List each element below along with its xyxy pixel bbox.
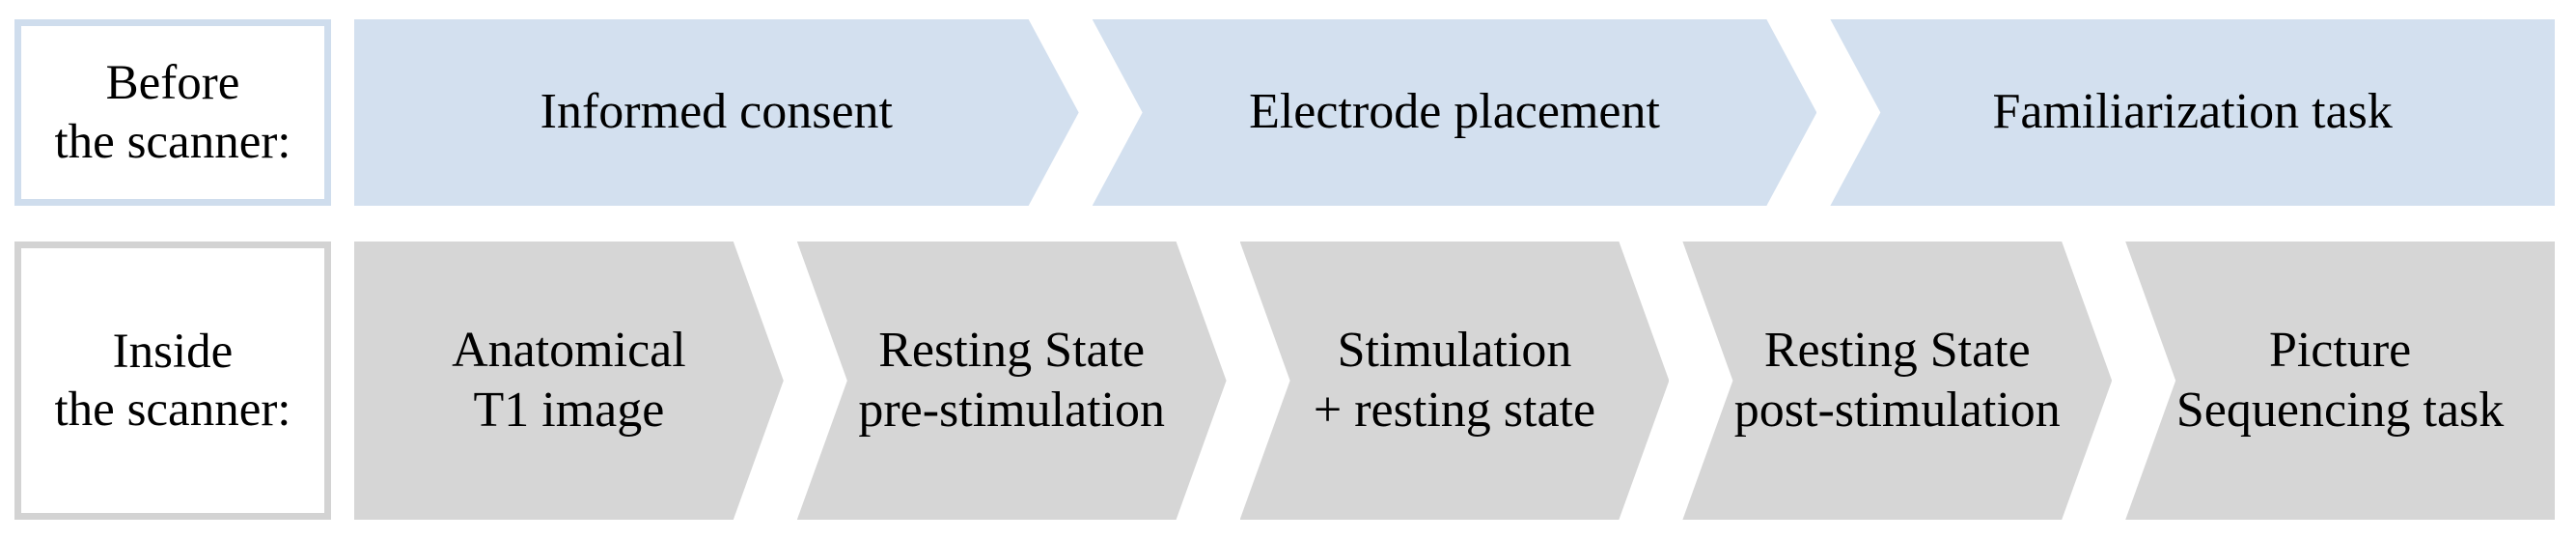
- step-label-line-2: post-stimulation: [1733, 383, 2061, 438]
- step-label-line-2: pre-stimulation: [858, 383, 1166, 438]
- chevron-strip-inside-the-scanner: Anatomical T1 image Resting State pre-st…: [354, 242, 2555, 520]
- step-electrode-placement[interactable]: Electrode placement: [1093, 19, 1817, 206]
- step-anatomical-t1-image[interactable]: Anatomical T1 image: [354, 242, 784, 520]
- row-before-the-scanner: Before the scanner: Informed consent Ele…: [0, 0, 2576, 225]
- step-label-line-1: Electrode placement: [1249, 84, 1660, 140]
- step-label-line-1: Anatomical: [452, 322, 686, 378]
- step-label-line-1: Familiarization task: [1992, 84, 2393, 140]
- chevron-strip-before-the-scanner: Informed consent Electrode placement Fam…: [354, 19, 2556, 206]
- step-label-line-1: Stimulation: [1337, 322, 1572, 378]
- step-familiarization-task[interactable]: Familiarization task: [1830, 19, 2556, 206]
- row-label-inside-the-scanner: Inside the scanner:: [14, 242, 331, 520]
- row-label-line-2: the scanner:: [54, 114, 291, 169]
- step-label-line-2: T1 image: [473, 383, 665, 438]
- step-resting-state-pre-stimulation[interactable]: Resting State pre-stimulation: [797, 242, 1227, 520]
- row-label-line-1: Inside: [112, 324, 234, 379]
- step-label-line-1: Picture: [2268, 322, 2412, 378]
- step-picture-sequencing-task[interactable]: Picture Sequencing task: [2125, 242, 2555, 520]
- row-label-line-1: Before: [105, 56, 240, 111]
- row-label-before-the-scanner: Before the scanner:: [14, 19, 331, 206]
- step-informed-consent[interactable]: Informed consent: [354, 19, 1079, 206]
- step-label-line-2: + resting state: [1313, 383, 1596, 438]
- row-inside-the-scanner: Inside the scanner: Anatomical T1 image …: [0, 225, 2576, 540]
- step-stimulation-plus-resting-state[interactable]: Stimulation + resting state: [1240, 242, 1670, 520]
- row-label-line-2: the scanner:: [54, 383, 291, 437]
- step-resting-state-post-stimulation[interactable]: Resting State post-stimulation: [1682, 242, 2112, 520]
- step-label-line-1: Resting State: [1763, 322, 2031, 378]
- step-label-line-2: Sequencing task: [2175, 383, 2505, 438]
- step-label-line-1: Informed consent: [540, 84, 893, 140]
- step-label-line-1: Resting State: [878, 322, 1146, 378]
